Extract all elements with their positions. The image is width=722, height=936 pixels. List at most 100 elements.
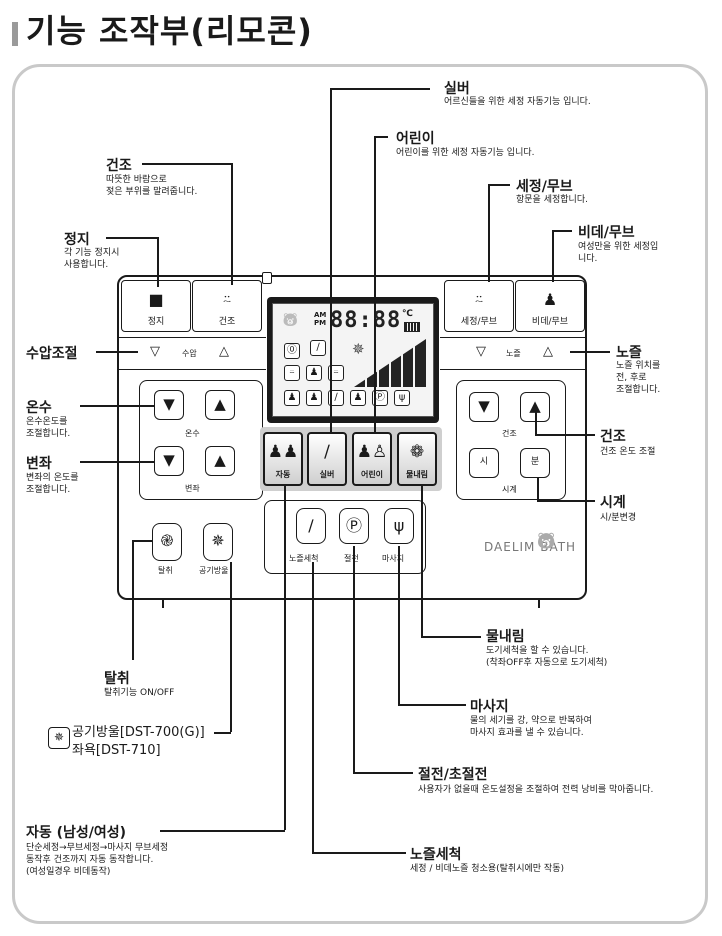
deodorize-icon: ֎ xyxy=(160,531,174,550)
child-icon: ♟♙ xyxy=(356,442,388,462)
remote-indicator xyxy=(262,272,272,284)
page-title: 기능 조작부(리모콘) xyxy=(26,12,313,50)
stop-button-label: 정지 xyxy=(147,317,165,327)
massage-callout-title: 마사지 xyxy=(470,699,509,715)
air-purify-button[interactable]: ✵ xyxy=(203,523,233,561)
leader-line xyxy=(374,136,388,138)
flush-button-label: 물내림 xyxy=(405,470,429,479)
leader-line xyxy=(132,540,152,542)
senior-icon: ∕ xyxy=(324,442,330,462)
leader-line xyxy=(537,478,539,500)
wash-callout-desc: 항문을 세정합니다. xyxy=(516,195,588,205)
seat-callout-title: 변좌 xyxy=(26,456,52,472)
bidet-callout-title: 비데/무브 xyxy=(578,225,635,241)
air-purify-callout-line1: 공기방울[DST-700(G)] xyxy=(72,725,205,740)
air-purify-callout-line2: 좌욕[DST-710] xyxy=(72,743,161,758)
leader-line xyxy=(488,184,510,186)
stop-callout-desc: 각 기능 정지시 사용합니다. xyxy=(64,248,120,270)
lcd-air-icon: ✵ xyxy=(352,340,365,358)
wash-button[interactable]: ⍨ 세정/무브 xyxy=(444,280,514,332)
power-save-button[interactable]: Ⓟ xyxy=(339,508,369,544)
water-temp-callout-desc: 온수온도를 조절합니다. xyxy=(26,417,71,439)
seat-callout-desc: 변좌의 온도를 조절합니다. xyxy=(26,473,79,495)
hour-button[interactable]: 시 xyxy=(469,448,499,478)
air-purify-label: 공기방울 xyxy=(199,566,229,575)
pressure-up-button[interactable]: △ xyxy=(219,344,229,359)
child-button-label: 어린이 xyxy=(360,470,384,479)
water-temp-callout-title: 온수 xyxy=(26,400,52,416)
lcd-child-icon: ♟ xyxy=(350,390,366,406)
water-temp-up-button[interactable]: ▲ xyxy=(205,390,235,420)
leader-line xyxy=(106,237,158,239)
water-temp-label: 온수 xyxy=(185,429,200,438)
pressure-callout-title: 수압조절 xyxy=(26,346,78,362)
remote-foot xyxy=(538,600,540,608)
leader-line xyxy=(142,163,232,165)
flush-button[interactable]: ❁ 물내림 xyxy=(397,432,437,486)
deodorize-button[interactable]: ֎ xyxy=(152,523,182,561)
massage-callout-desc: 물의 세기를 강, 약으로 반복하여 마사지 효과를 낼 수 있습니다. xyxy=(470,716,592,738)
leader-line xyxy=(230,562,232,732)
leader-line xyxy=(312,852,406,854)
seat-temp-down-button[interactable]: ▼ xyxy=(154,446,184,476)
child-callout-desc: 어린이를 위한 세정 자동기능 입니다. xyxy=(396,148,535,158)
lcd-am: AM xyxy=(314,311,327,319)
dry-button-label: 건조 xyxy=(218,317,236,327)
massage-icon: ψ xyxy=(393,516,405,535)
lcd-massage-icon: ψ xyxy=(394,390,410,406)
leader-line xyxy=(552,230,572,232)
dry-temp-callout-title: 건조 xyxy=(600,429,626,445)
lcd-unit: ℃ xyxy=(402,309,413,319)
power-save-callout-desc: 사용자가 없을때 온도설정을 조절하여 전력 낭비를 막아줍니다. xyxy=(418,785,654,795)
power-save-icon: Ⓟ xyxy=(345,516,362,535)
minute-button[interactable]: 분 xyxy=(520,448,550,478)
remote-divider xyxy=(119,337,266,338)
leader-line xyxy=(330,88,332,434)
leader-line xyxy=(353,546,355,772)
nozzle-back-button[interactable]: ▽ xyxy=(476,344,486,359)
auto-callout-title: 자동 (남성/여성) xyxy=(26,825,127,841)
nozzle-clean-button[interactable]: ∕ xyxy=(296,508,326,544)
clock-callout-desc: 시/분변경 xyxy=(600,513,637,523)
nozzle-forward-button[interactable]: △ xyxy=(543,344,553,359)
lcd-power-icon: Ⓟ xyxy=(372,390,388,406)
battery-icon xyxy=(404,322,420,332)
dry-temp-down-button[interactable]: ▼ xyxy=(469,392,499,422)
remote-divider xyxy=(119,369,266,370)
bidet-button-label: 비데/무브 xyxy=(531,317,569,327)
leader-line xyxy=(421,636,481,638)
massage-button[interactable]: ψ xyxy=(384,508,414,544)
child-button[interactable]: ♟♙ 어린이 xyxy=(352,432,392,486)
auto-icon: ♟♟ xyxy=(267,442,299,462)
dry-icon: ⍨ xyxy=(222,290,232,309)
senior-button[interactable]: ∕ 실버 xyxy=(307,432,347,486)
stop-callout-title: 정지 xyxy=(64,232,90,248)
leader-line xyxy=(488,184,490,282)
stop-button[interactable]: ■ 정지 xyxy=(121,280,191,332)
nozzle-label: 노즐 xyxy=(506,349,521,358)
nozzle-clean-icon: ∕ xyxy=(308,516,314,535)
bidet-button[interactable]: ♟ 비데/무브 xyxy=(515,280,585,332)
water-temp-down-button[interactable]: ▼ xyxy=(154,390,184,420)
lcd-auto-male-icon: ♟ xyxy=(284,390,300,406)
temperature-panel xyxy=(139,380,263,500)
leader-line xyxy=(570,351,610,353)
nozzle-clean-callout-desc: 세정 / 비데노즐 청소용(탈취시에만 작동) xyxy=(410,864,564,874)
lcd-bear-icon: 🐻︎ xyxy=(282,313,299,328)
deodorize-callout-desc: 탈취기능 ON/OFF xyxy=(104,688,175,698)
auto-button[interactable]: ♟♟ 자동 xyxy=(263,432,303,486)
leader-line xyxy=(284,486,286,830)
nozzle-clean-label: 노즐세척 xyxy=(289,554,319,563)
dry-button[interactable]: ⍨ 건조 xyxy=(192,280,262,332)
wash-callout-title: 세정/무브 xyxy=(516,179,573,195)
seat-temp-up-button[interactable]: ▲ xyxy=(205,446,235,476)
leader-line xyxy=(96,351,138,353)
lcd-wash-icon: ⍨ xyxy=(284,365,300,381)
bidet-icon: ♟ xyxy=(542,290,558,309)
deodorize-label: 탈취 xyxy=(158,566,173,575)
leader-line xyxy=(535,412,537,434)
title-accent-bar xyxy=(12,22,18,46)
leader-line xyxy=(330,88,430,90)
dry-temp-callout-desc: 건조 온도 조절 xyxy=(600,447,656,457)
pressure-down-button[interactable]: ▽ xyxy=(150,344,160,359)
